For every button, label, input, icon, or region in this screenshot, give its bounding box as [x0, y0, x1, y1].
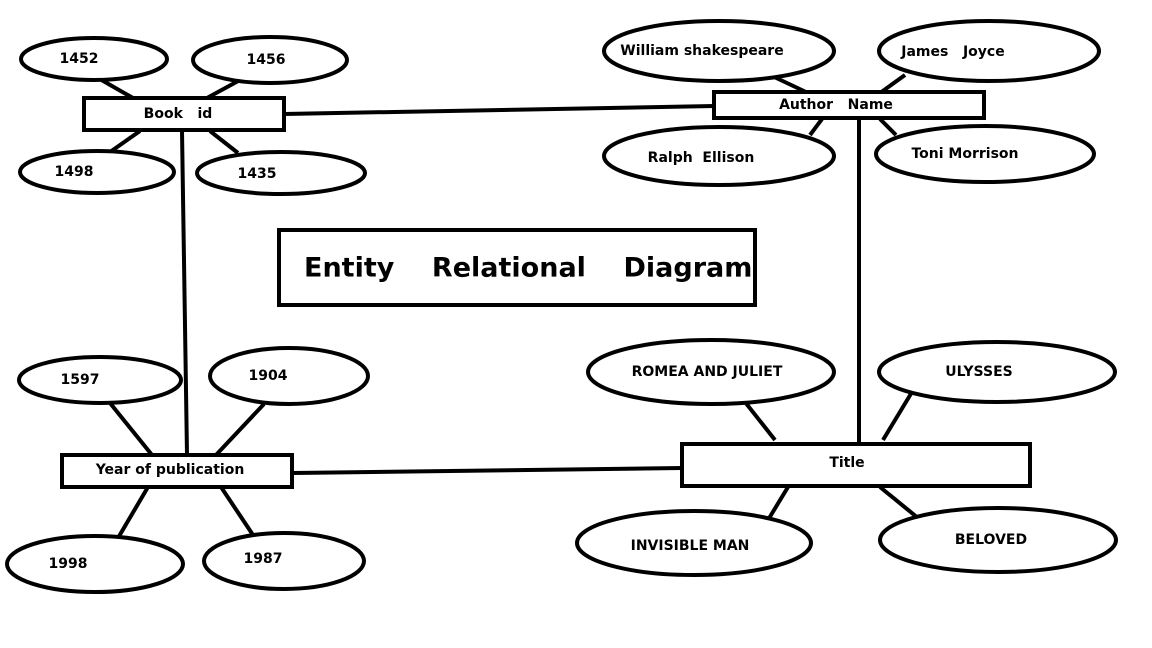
title-value-oval	[877, 340, 1117, 404]
line-1987	[219, 485, 257, 540]
line-1904	[214, 402, 266, 457]
book-id-value-oval	[191, 35, 349, 85]
book-id-value-label: 1456	[247, 52, 286, 68]
book-id-entity-label: Book id	[144, 106, 213, 122]
line-ulysses	[881, 390, 914, 442]
year-value-label: 1998	[49, 556, 88, 572]
line-1456	[206, 78, 241, 100]
book-id-value-label: 1498	[55, 164, 94, 180]
author-value-label: James Joyce	[900, 44, 1004, 60]
year-value-oval	[202, 531, 366, 591]
line-invisible-man	[766, 485, 790, 522]
line-romea	[743, 400, 777, 442]
title-entity	[680, 442, 1032, 488]
line-beloved	[878, 485, 920, 520]
year-value-label: 1987	[244, 551, 283, 567]
author-value-oval	[602, 19, 836, 83]
line-1998	[116, 485, 150, 540]
year-value-oval	[208, 346, 370, 406]
book-id-value-oval	[195, 150, 367, 196]
year-of-publication-entity-label: Year of publication	[95, 462, 245, 478]
title-group: ROMEA AND JULIET ULYSSES INVISIBLE MAN B…	[575, 338, 1118, 577]
title-value-oval	[878, 506, 1118, 574]
book-id-value-oval	[18, 149, 176, 195]
year-value-label: 1597	[61, 372, 100, 388]
year-value-oval	[17, 355, 183, 405]
line-book-author	[283, 104, 715, 116]
year-of-publication-entity	[60, 453, 294, 489]
line-book-year	[180, 130, 189, 456]
title-value-oval	[586, 338, 836, 406]
title-value-oval	[575, 509, 813, 577]
book-id-value-label: 1452	[60, 51, 99, 67]
author-value-oval	[877, 19, 1101, 83]
line-1435	[208, 129, 240, 155]
relationship-lines	[97, 73, 920, 540]
line-1597	[108, 401, 154, 457]
author-value-oval	[874, 124, 1096, 184]
author-value-oval	[602, 125, 836, 187]
title-value-label: BELOVED	[955, 532, 1027, 548]
diagram-title-box	[277, 228, 757, 307]
title-value-label: INVISIBLE MAN	[631, 538, 750, 554]
author-value-label: William shakespeare	[620, 43, 783, 59]
year-of-publication-group: 1597 1904 1998 1987 Year of publication	[5, 346, 370, 594]
book-id-entity	[82, 96, 286, 132]
diagram-title: Entity Relational Diagram	[304, 253, 752, 284]
author-value-label: Ralph Ellison	[648, 150, 755, 166]
book-id-group: 1452 1456 1498 1435 Book id	[18, 35, 367, 196]
author-value-label: Toni Morrison	[911, 146, 1018, 162]
title-value-label: ROMEA AND JULIET	[632, 364, 783, 380]
line-1498	[108, 129, 142, 154]
line-ellison	[808, 117, 824, 137]
line-morrison	[878, 117, 898, 137]
title-entity-label: Title	[829, 455, 864, 471]
year-value-label: 1904	[249, 368, 288, 384]
book-id-value-oval	[19, 36, 169, 82]
year-value-oval	[5, 534, 185, 594]
author-name-group: William shakespeare James Joyce Ralph El…	[602, 19, 1101, 187]
author-name-entity-label: Author Name	[779, 97, 893, 113]
author-name-entity	[712, 90, 986, 120]
book-id-value-label: 1435	[238, 166, 277, 182]
line-year-title	[292, 466, 683, 475]
diagram-title-group: Entity Relational Diagram	[277, 228, 757, 307]
title-value-label: ULYSSES	[945, 364, 1012, 380]
